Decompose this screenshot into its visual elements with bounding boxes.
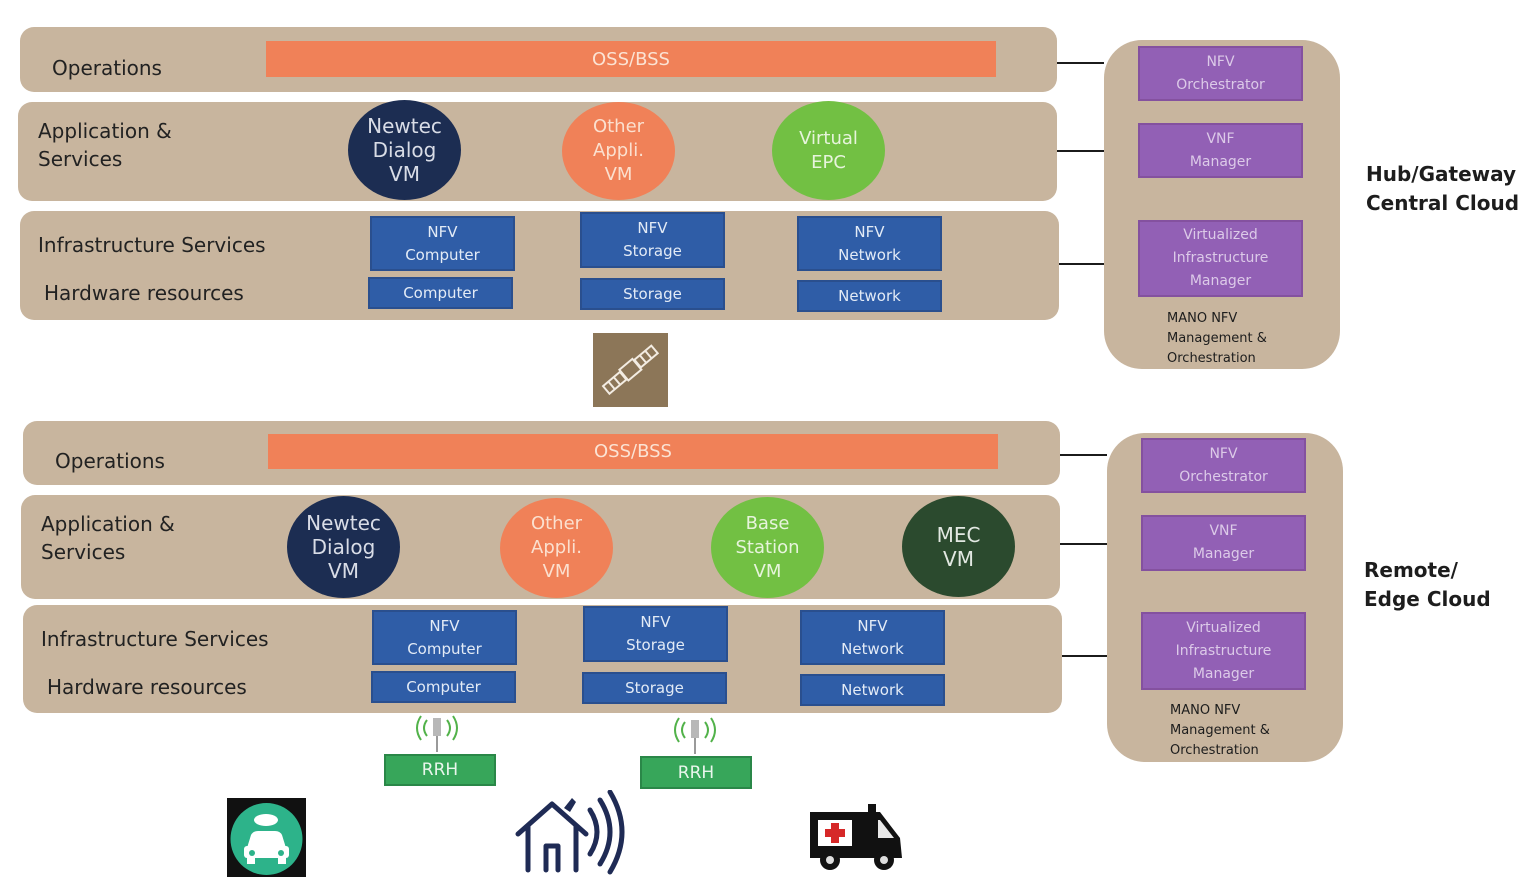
edge-vnf-manager-box: VNF Manager — [1141, 515, 1306, 571]
hub-connector-infrastructure — [1059, 263, 1139, 265]
hub-vim-box: Virtualized Infrastructure Manager — [1138, 220, 1303, 297]
edge-connector-infrastructure — [1062, 655, 1142, 657]
hub-application-band — [18, 102, 1057, 201]
edge-vm-base-station: Base Station VM — [711, 497, 824, 598]
edge-connector-application — [1060, 543, 1141, 545]
edge-mano-caption: MANO NFV Management & Orchestration — [1170, 703, 1270, 758]
ambulance-icon — [806, 792, 906, 876]
rrh-box-2: RRH — [640, 756, 752, 789]
hub-nfv-orchestrator-box: NFV Orchestrator — [1138, 46, 1303, 101]
hub-hw-storage-box: Storage — [580, 278, 725, 310]
antenna-icon — [663, 714, 727, 754]
smart-home-icon — [512, 789, 627, 876]
satellite-icon — [593, 333, 668, 407]
edge-vm-other-appli: Other Appli. VM — [500, 498, 613, 598]
hub-infrastructure-label: Infrastructure Services — [38, 233, 266, 257]
edge-cloud-label: Remote/ Edge Cloud — [1364, 558, 1491, 611]
edge-connector-operations — [1060, 454, 1107, 456]
edge-nfv-orchestrator-box: NFV Orchestrator — [1141, 438, 1306, 493]
antenna-icon — [405, 712, 469, 752]
hub-vm-virtual-epc: Virtual EPC — [772, 101, 885, 200]
hub-vm-newtec-dialog: Newtec Dialog VM — [348, 100, 461, 200]
hub-nfv-computer-box: NFV Computer — [370, 216, 515, 271]
hub-vnf-manager-box: VNF Manager — [1138, 123, 1303, 178]
edge-hw-computer-box: Computer — [371, 671, 516, 703]
edge-hw-storage-box: Storage — [582, 672, 727, 704]
hub-oss-bss-bar: OSS/BSS — [266, 41, 996, 77]
edge-vim-box: Virtualized Infrastructure Manager — [1141, 612, 1306, 690]
edge-vm-mec: MEC VM — [902, 496, 1015, 597]
edge-nfv-network-box: NFV Network — [800, 610, 945, 665]
edge-hw-network-box: Network — [800, 674, 945, 706]
hub-vm-other-appli: Other Appli. VM — [562, 102, 675, 200]
edge-infrastructure-label: Infrastructure Services — [41, 627, 269, 651]
edge-application-label: Application & Services — [41, 512, 175, 564]
connected-car-icon — [227, 798, 306, 877]
edge-nfv-computer-box: NFV Computer — [372, 610, 517, 665]
edge-operations-label: Operations — [55, 449, 165, 473]
hub-hw-computer-box: Computer — [368, 277, 513, 309]
hub-hw-network-box: Network — [797, 280, 942, 312]
hub-connector-operations — [1057, 62, 1104, 64]
rrh-box-1: RRH — [384, 754, 496, 786]
hub-cloud-label: Hub/Gateway Central Cloud — [1366, 162, 1520, 215]
hub-operations-label: Operations — [52, 56, 162, 80]
hub-application-label: Application & Services — [38, 119, 172, 171]
hub-hardware-label: Hardware resources — [44, 281, 244, 305]
edge-vm-newtec-dialog: Newtec Dialog VM — [287, 496, 400, 598]
hub-nfv-storage-box: NFV Storage — [580, 212, 725, 268]
edge-hardware-label: Hardware resources — [47, 675, 247, 699]
hub-mano-caption: MANO NFV Management & Orchestration — [1167, 311, 1267, 366]
edge-nfv-storage-box: NFV Storage — [583, 606, 728, 662]
hub-connector-application — [1057, 150, 1138, 152]
hub-nfv-network-box: NFV Network — [797, 216, 942, 271]
edge-oss-bss-bar: OSS/BSS — [268, 434, 998, 469]
